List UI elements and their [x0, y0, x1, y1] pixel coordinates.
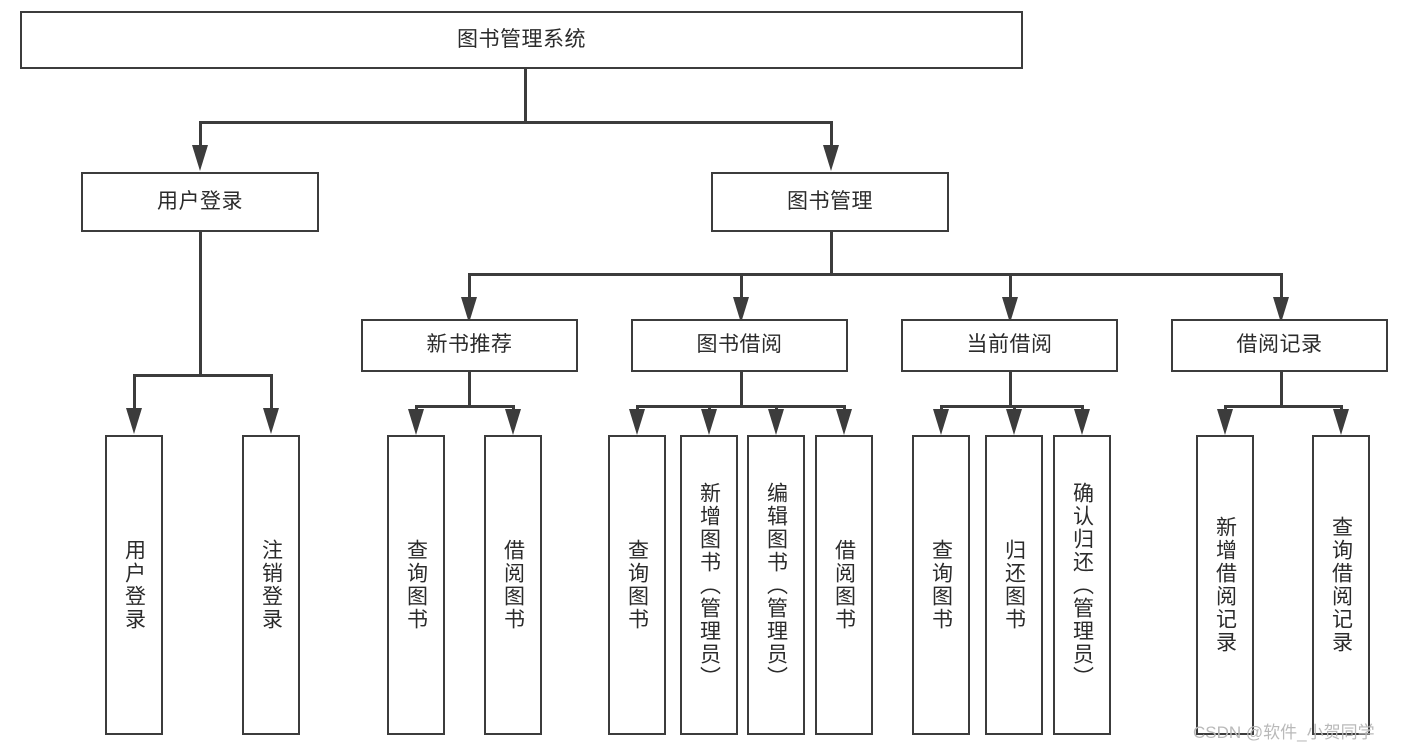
- connector-user-login-bar: [133, 374, 272, 377]
- leaf-add-book-admin[interactable]: 新增图书（管理员）: [680, 435, 738, 735]
- connector-book-borrow-stem: [740, 372, 743, 407]
- leaf-query-book-borrow[interactable]: 查询图书: [608, 435, 666, 735]
- arrow-user-login-to-leaf-2: [263, 408, 279, 434]
- arrow-br-to-leaf-1: [1217, 409, 1233, 435]
- arrow-bm-to-new-book: [461, 297, 477, 323]
- node-label: 图书借阅: [696, 333, 783, 357]
- leaf-borrow-book[interactable]: 借阅图书: [815, 435, 873, 735]
- arrow-user-login-to-leaf-1: [126, 408, 142, 434]
- arrow-bb-to-leaf-4: [836, 409, 852, 435]
- leaf-label: 编辑图书（管理员）: [764, 481, 788, 689]
- arrow-cb-to-leaf-1: [933, 409, 949, 435]
- node-new-book-recommend[interactable]: 新书推荐: [361, 319, 578, 372]
- leaf-borrow-book-recommend[interactable]: 借阅图书: [484, 435, 542, 735]
- connector-cb-to-leaf-1: [940, 405, 943, 410]
- connector-root-to-user-login: [199, 121, 202, 146]
- node-book-borrow[interactable]: 图书借阅: [631, 319, 848, 372]
- arrow-cb-to-leaf-3: [1074, 409, 1090, 435]
- leaf-confirm-return-admin[interactable]: 确认归还（管理员）: [1053, 435, 1111, 735]
- csdn-watermark: CSDN @软件_小贺同学: [1193, 723, 1375, 742]
- node-current-borrow[interactable]: 当前借阅: [901, 319, 1118, 372]
- connector-cb-to-leaf-2: [1013, 405, 1016, 410]
- leaf-logout[interactable]: 注销登录: [242, 435, 300, 735]
- node-label: 新书推荐: [426, 333, 513, 357]
- leaf-label: 查询借阅记录: [1329, 516, 1353, 654]
- leaf-return-book[interactable]: 归还图书: [985, 435, 1043, 735]
- leaf-label: 借阅图书: [832, 539, 856, 631]
- leaf-label: 注销登录: [259, 539, 283, 631]
- node-label: 用户登录: [157, 189, 243, 213]
- leaf-edit-book-admin[interactable]: 编辑图书（管理员）: [747, 435, 805, 735]
- connector-current-borrow-bar: [940, 405, 1082, 408]
- node-label: 图书管理: [787, 189, 873, 213]
- connector-book-management-stem: [830, 232, 833, 274]
- arrow-root-to-book-management: [823, 145, 839, 171]
- connector-cb-to-leaf-3: [1081, 405, 1084, 410]
- connector-nb-to-leaf-1: [415, 405, 418, 410]
- node-book-management-system[interactable]: 图书管理系统: [20, 11, 1023, 69]
- connector-bb-to-leaf-2: [708, 405, 711, 410]
- leaf-query-book-current[interactable]: 查询图书: [912, 435, 970, 735]
- connector-bb-to-leaf-1: [636, 405, 639, 410]
- connector-root-to-book-management: [830, 121, 833, 146]
- leaf-label: 用户登录: [122, 539, 146, 631]
- connector-bb-to-leaf-4: [843, 405, 846, 410]
- leaf-user-login[interactable]: 用户登录: [105, 435, 163, 735]
- leaf-label: 查询图书: [625, 539, 649, 631]
- connector-current-borrow-stem: [1009, 372, 1012, 407]
- arrow-bb-to-leaf-2: [701, 409, 717, 435]
- connector-user-login-to-leaf-2: [270, 374, 273, 409]
- arrow-bm-to-borrow-record: [1273, 297, 1289, 323]
- arrow-bb-to-leaf-1: [629, 409, 645, 435]
- arrow-nb-to-leaf-2: [505, 409, 521, 435]
- leaf-add-borrow-record[interactable]: 新增借阅记录: [1196, 435, 1254, 735]
- arrow-br-to-leaf-2: [1333, 409, 1349, 435]
- connector-user-login-stem: [199, 232, 202, 375]
- connector-book-borrow-bar: [636, 405, 844, 408]
- connector-new-book-bar: [415, 405, 514, 408]
- node-book-management[interactable]: 图书管理: [711, 172, 949, 232]
- node-user-login[interactable]: 用户登录: [81, 172, 319, 232]
- connector-root-bar: [199, 121, 832, 124]
- connector-nb-to-leaf-2: [512, 405, 515, 410]
- arrow-bm-to-current-borrow: [1002, 297, 1018, 323]
- node-borrow-record[interactable]: 借阅记录: [1171, 319, 1388, 372]
- arrow-root-to-user-login: [192, 145, 208, 171]
- node-label: 当前借阅: [966, 333, 1053, 357]
- leaf-label: 查询图书: [404, 539, 428, 631]
- connector-borrow-record-bar: [1224, 405, 1342, 408]
- connector-br-to-leaf-2: [1340, 405, 1343, 410]
- connector-user-login-to-leaf-1: [133, 374, 136, 409]
- node-label: 借阅记录: [1236, 333, 1323, 357]
- arrow-nb-to-leaf-1: [408, 409, 424, 435]
- leaf-label: 新增借阅记录: [1213, 516, 1237, 654]
- arrow-bb-to-leaf-3: [768, 409, 784, 435]
- connector-bm-to-new-book: [468, 273, 471, 298]
- connector-root-stem: [524, 69, 527, 122]
- arrow-cb-to-leaf-2: [1006, 409, 1022, 435]
- connector-bm-to-borrow-record: [1280, 273, 1283, 298]
- connector-br-to-leaf-1: [1224, 405, 1227, 410]
- leaf-label: 确认归还（管理员）: [1070, 481, 1094, 689]
- leaf-label: 新增图书（管理员）: [697, 481, 721, 689]
- connector-bb-to-leaf-3: [775, 405, 778, 410]
- leaf-label: 查询图书: [929, 539, 953, 631]
- connector-bm-to-current-borrow: [1009, 273, 1012, 298]
- leaf-label: 归还图书: [1002, 539, 1026, 631]
- connector-borrow-record-stem: [1280, 372, 1283, 407]
- connector-book-management-bar: [468, 273, 1280, 276]
- connector-new-book-stem: [468, 372, 471, 407]
- node-label: 图书管理系统: [457, 27, 586, 51]
- leaf-query-borrow-record[interactable]: 查询借阅记录: [1312, 435, 1370, 735]
- arrow-bm-to-book-borrow: [733, 297, 749, 323]
- leaf-query-book-recommend[interactable]: 查询图书: [387, 435, 445, 735]
- connector-bm-to-book-borrow: [740, 273, 743, 298]
- leaf-label: 借阅图书: [501, 539, 525, 631]
